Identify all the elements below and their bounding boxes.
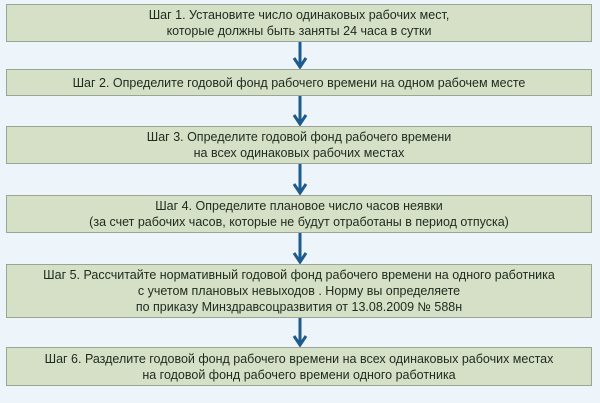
step-text-line: Шаг 4. Определите плановое число часов н… [155, 199, 443, 213]
arrow-down-icon [292, 318, 308, 347]
step-text-line: с учетом плановых невыходов . Норму вы о… [137, 284, 461, 298]
step-text-line: которые должны быть заняты 24 часа в сут… [166, 24, 432, 38]
arrow-down-icon [292, 164, 308, 195]
step-text-line: Шаг 2. Определите годовой фонд рабочего … [72, 75, 526, 90]
step-text-line: Шаг 3. Определите годовой фонд рабочего … [146, 130, 452, 144]
step-text-line: на всех одинаковых рабочих местах [193, 146, 405, 160]
step-2-box: Шаг 2. Определите годовой фонд рабочего … [6, 69, 592, 96]
step-5-box: Шаг 5. Рассчитайте нормативный годовой ф… [6, 264, 592, 318]
step-text-line: Шаг 5. Рассчитайте нормативный годовой ф… [43, 268, 555, 282]
step-1-box: Шаг 1. Установите число одинаковых рабоч… [6, 4, 592, 42]
step-text-line: Шаг 1. Установите число одинаковых рабоч… [148, 8, 450, 22]
arrow-down-icon [292, 96, 308, 126]
arrow-down-icon [292, 42, 308, 69]
step-3-box: Шаг 3. Определите годовой фонд рабочего … [6, 126, 592, 164]
arrow-down-icon [292, 233, 308, 264]
step-text-line: (за счет рабочих часов, которые не будут… [89, 215, 509, 229]
step-text-line: по приказу Минздравсоцразвития от 13.08.… [135, 300, 463, 314]
step-text-line: Шаг 6. Разделите годовой фонд рабочего в… [44, 351, 554, 366]
step-text-line: на годовой фонд рабочего времени одного … [142, 367, 456, 382]
step-4-box: Шаг 4. Определите плановое число часов н… [6, 195, 592, 233]
step-6-box: Шаг 6. Разделите годовой фонд рабочего в… [6, 347, 592, 386]
